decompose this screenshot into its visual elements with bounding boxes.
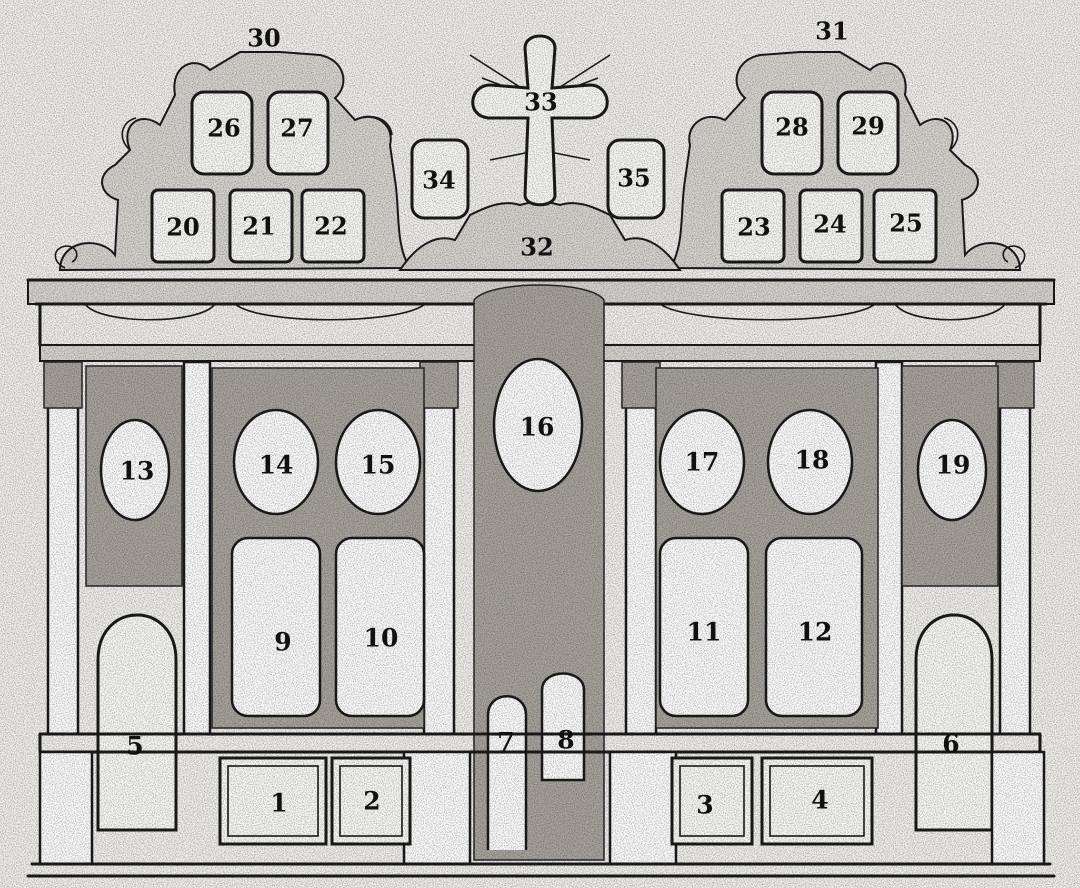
label-2: 2	[363, 787, 380, 816]
label-28: 28	[775, 113, 808, 142]
label-30: 30	[247, 24, 280, 53]
label-4: 4	[811, 786, 828, 815]
label-33: 33	[524, 88, 557, 117]
label-32: 32	[520, 233, 553, 262]
label-20: 20	[166, 213, 199, 242]
label-27: 27	[280, 114, 313, 143]
label-12: 12	[798, 618, 833, 647]
label-3: 3	[696, 791, 713, 820]
label-26: 26	[207, 114, 240, 143]
label-19: 19	[936, 451, 971, 480]
label-8: 8	[557, 726, 574, 755]
label-17: 17	[685, 448, 720, 477]
label-22: 22	[314, 212, 347, 241]
label-34: 34	[422, 166, 455, 195]
label-29: 29	[851, 112, 884, 141]
label-1: 1	[270, 789, 287, 818]
label-15: 15	[361, 451, 396, 480]
label-9: 9	[274, 628, 291, 657]
label-13: 13	[120, 457, 155, 486]
label-35: 35	[617, 164, 650, 193]
label-21: 21	[242, 212, 275, 241]
label-11: 11	[687, 618, 722, 647]
label-7: 7	[497, 728, 514, 757]
label-6: 6	[942, 730, 959, 759]
label-14: 14	[259, 451, 294, 480]
label-25: 25	[889, 209, 922, 238]
label-5: 5	[126, 732, 143, 761]
label-18: 18	[795, 446, 830, 475]
label-16: 16	[520, 413, 555, 442]
label-10: 10	[364, 624, 399, 653]
numbers: 1 2 3 4 5 6 7 8 9 10 11 12 13 14 15 16 1…	[120, 17, 971, 820]
label-24: 24	[813, 210, 846, 239]
label-23: 23	[737, 213, 770, 242]
label-31: 31	[815, 17, 848, 46]
